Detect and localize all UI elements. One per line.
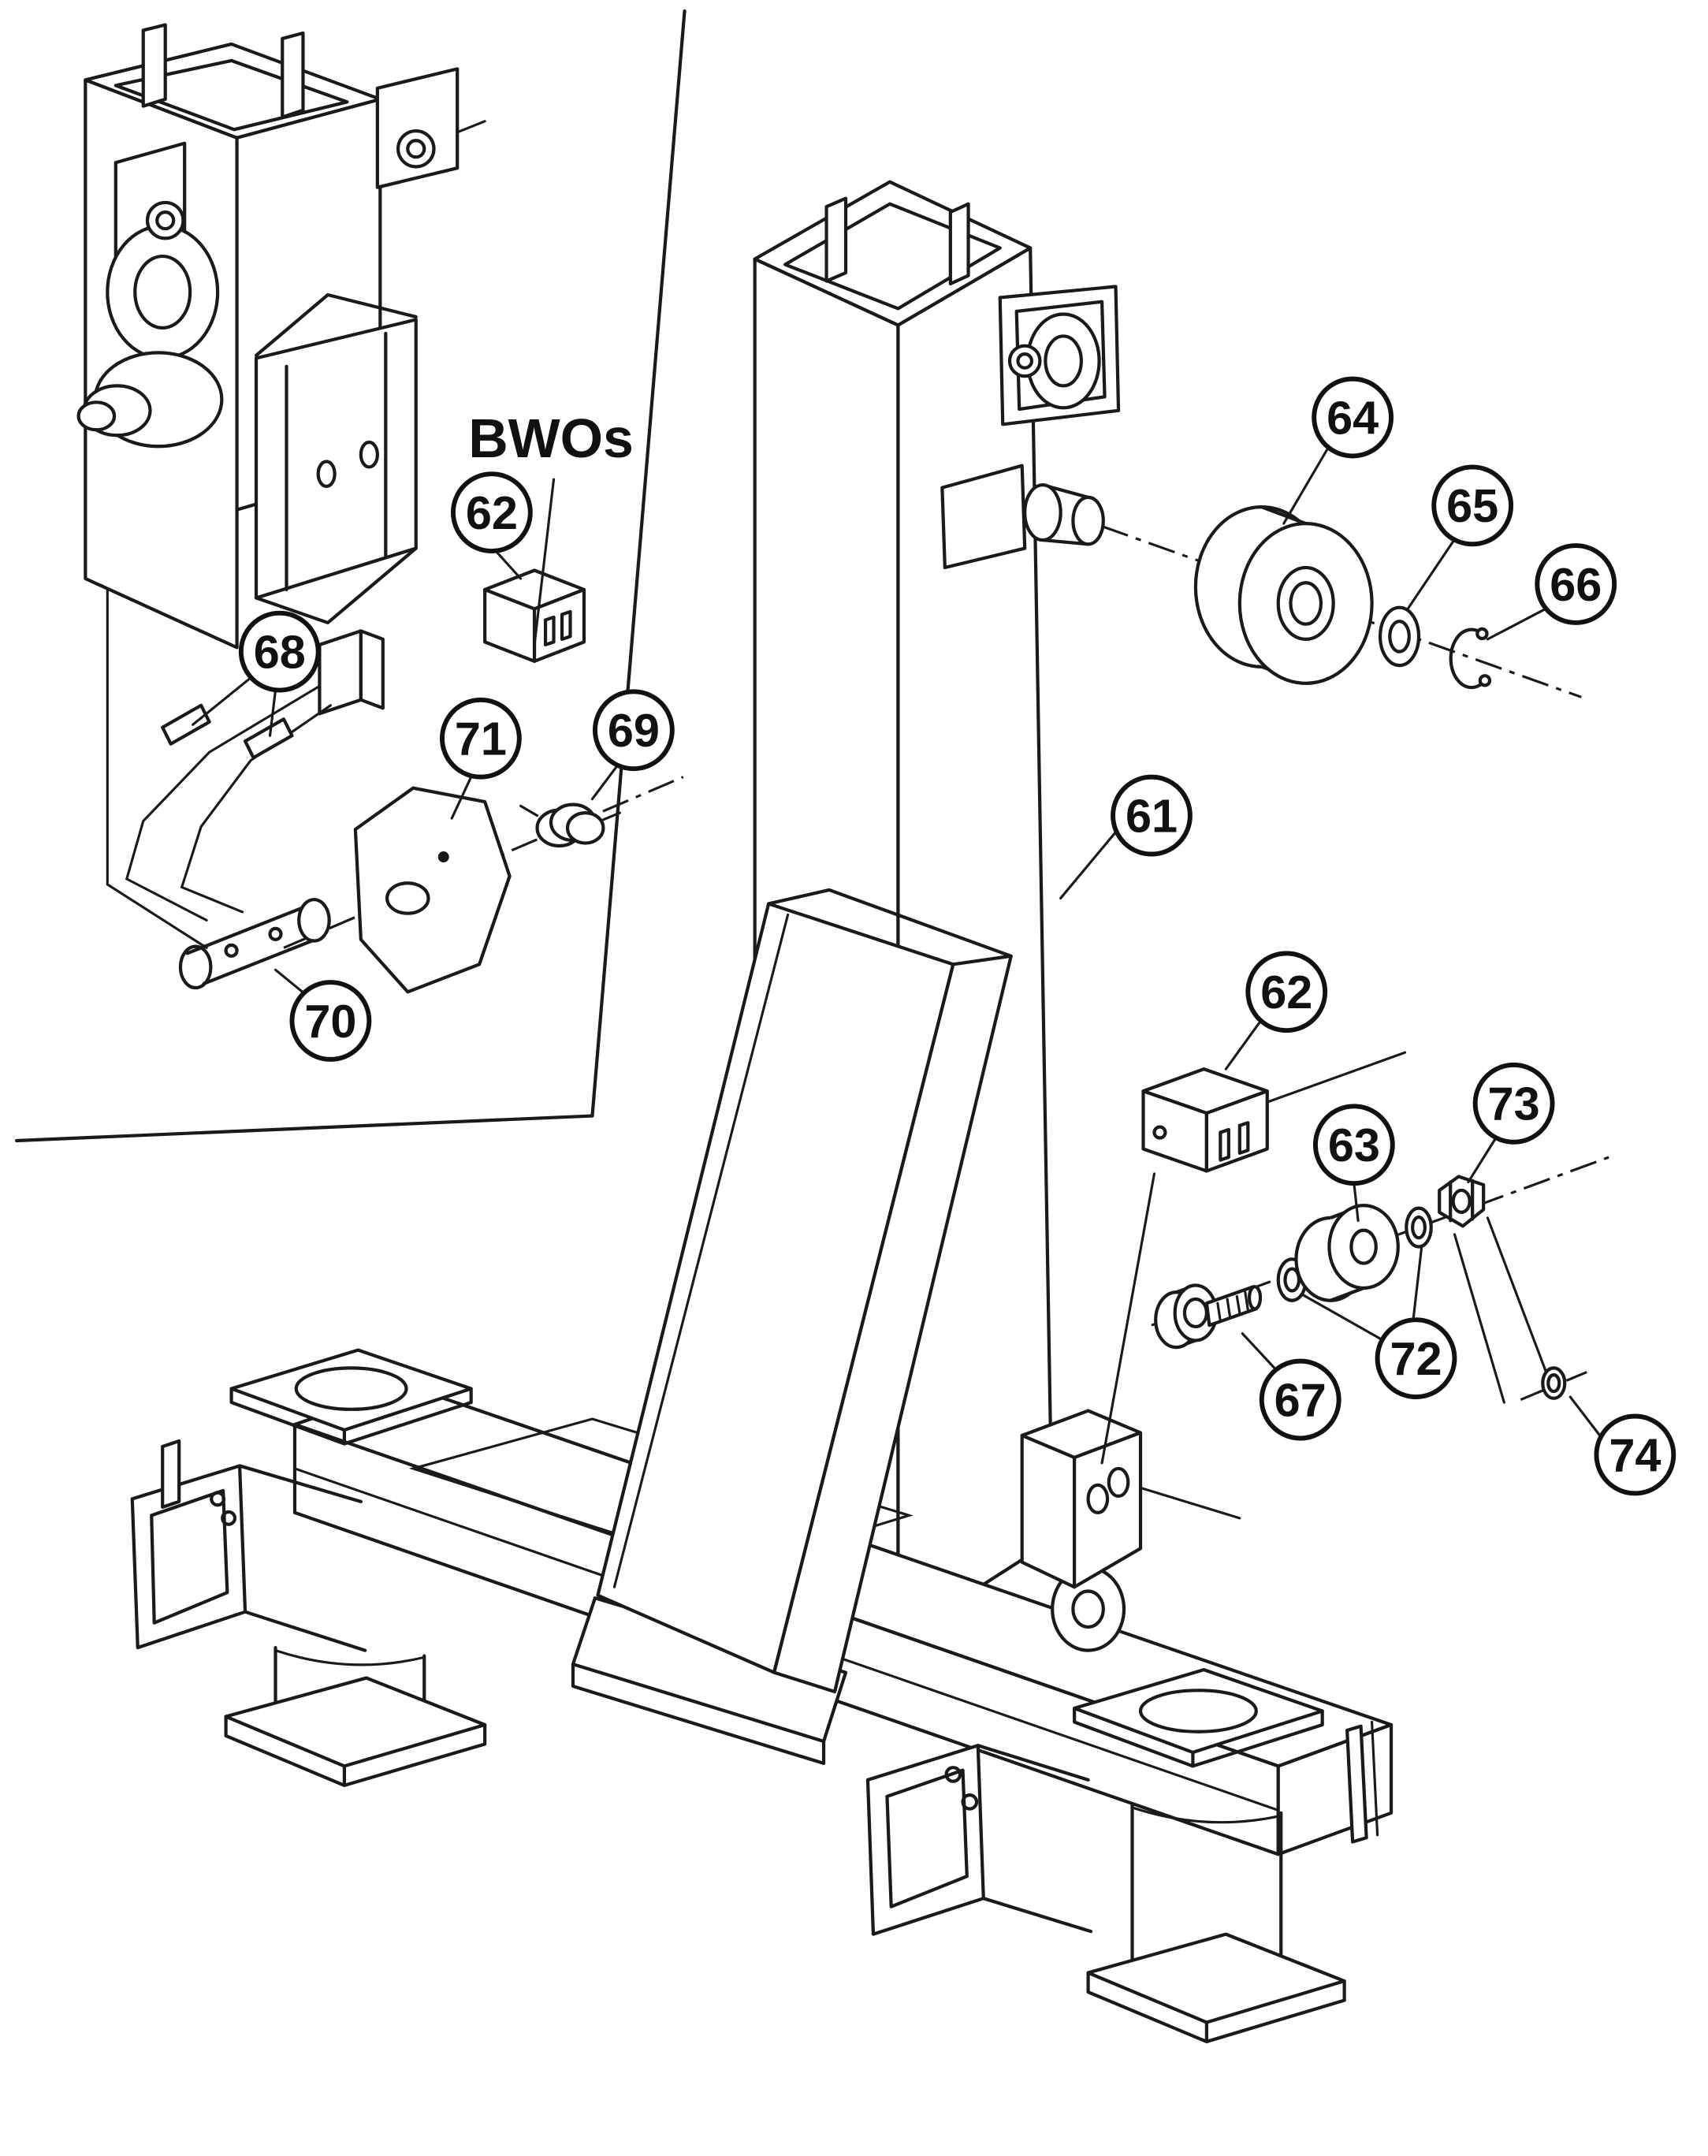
right-top-plate <box>1073 1667 1324 1768</box>
roller-part-64 <box>1193 505 1374 685</box>
left-cross-tube <box>130 1439 367 1652</box>
hole <box>1152 1125 1167 1140</box>
diagonal-brace-plate <box>596 888 1013 1694</box>
axle-block <box>940 464 1105 570</box>
svg-text:70: 70 <box>304 995 356 1048</box>
callout-66: 66 <box>1486 543 1617 641</box>
hole <box>316 460 337 489</box>
bwos-label: BWOs <box>468 408 634 469</box>
hole <box>1138 1689 1258 1733</box>
bolt-head <box>145 200 185 240</box>
callout-72: 72 <box>1301 1246 1457 1400</box>
end-strip <box>161 1439 181 1509</box>
svg-text:62: 62 <box>466 486 518 539</box>
hole <box>961 1793 979 1811</box>
washer-part-65 <box>1378 605 1421 668</box>
bwo-switch-box-inset <box>483 568 586 663</box>
svg-text:68: 68 <box>254 625 306 678</box>
svg-text:69: 69 <box>608 704 660 757</box>
svg-text:74: 74 <box>1609 1428 1661 1481</box>
callout-67: 67 <box>1241 1332 1341 1441</box>
inset-panel-edge <box>106 529 208 949</box>
inset-boundary-bottom <box>14 1114 594 1143</box>
inset-pulley-assembly <box>76 141 224 449</box>
mid-mount-bracket <box>1020 1409 1241 1589</box>
svg-text:64: 64 <box>1327 391 1379 444</box>
callout-70: 70 <box>274 968 372 1062</box>
bolt-head <box>1007 344 1042 378</box>
callout-74: 74 <box>1568 1395 1676 1496</box>
svg-text:65: 65 <box>1446 479 1498 532</box>
callouts: BWOs 62 68 71 69 70 <box>192 376 1676 1496</box>
wire-marker <box>243 717 294 760</box>
rod-part-70 <box>178 898 331 990</box>
left-foot <box>224 1646 487 1787</box>
nut-part-73 <box>1438 1175 1486 1228</box>
bwo-switch-box-main <box>1141 1067 1269 1173</box>
retaining-ring-part-66 <box>1449 627 1492 690</box>
spring-part-69 <box>519 802 621 848</box>
main-view <box>130 180 1609 2044</box>
bolt-head <box>396 128 436 169</box>
callout-62-main: 62 <box>1224 951 1328 1071</box>
bwos-leader <box>533 478 556 646</box>
callout-62-inset: 62 <box>450 471 533 580</box>
hole <box>221 1510 237 1526</box>
inset-right-bracket <box>375 67 486 189</box>
left-top-plate <box>229 1348 473 1446</box>
svg-text:73: 73 <box>1488 1078 1540 1130</box>
cam-plate-part-71 <box>353 786 512 994</box>
top-pulley-bracket <box>998 285 1121 426</box>
svg-text:61: 61 <box>1126 789 1178 842</box>
end-strip <box>1345 1724 1368 1844</box>
inset-boundary-right <box>590 9 687 1118</box>
callout-64: 64 <box>1282 376 1394 525</box>
hole <box>944 1766 962 1783</box>
inset-channel-bracket <box>254 292 418 625</box>
mast-strap-tab <box>824 196 848 283</box>
hole <box>294 1366 408 1411</box>
fastener-axis-group <box>1100 1051 1609 1465</box>
callout-61: 61 <box>1059 774 1193 900</box>
svg-text:66: 66 <box>1550 558 1602 611</box>
hole <box>1086 1483 1110 1514</box>
callout-68: 68 <box>192 610 321 737</box>
callout-65: 65 <box>1406 464 1514 611</box>
washer-part-72b <box>1405 1206 1433 1249</box>
hole <box>385 881 430 915</box>
right-cross-tube <box>865 1744 1093 1936</box>
hole <box>210 1491 226 1507</box>
hole <box>1276 565 1335 641</box>
svg-text:63: 63 <box>1328 1119 1380 1171</box>
mast-strap-tab <box>948 202 970 286</box>
roller-part-63 <box>1294 1204 1400 1302</box>
callout-63: 63 <box>1312 1104 1395 1222</box>
bolt-part-67 <box>1154 1283 1263 1350</box>
mast-strap-tab <box>141 23 167 108</box>
inset-wires <box>125 629 385 922</box>
right-foot <box>1086 1803 1346 2044</box>
washer-part-74 <box>1520 1366 1587 1402</box>
callout-71: 71 <box>440 697 522 820</box>
svg-text:72: 72 <box>1390 1332 1442 1385</box>
callout-73: 73 <box>1467 1062 1555 1184</box>
wire-clip <box>318 629 363 716</box>
wire-marker <box>161 703 211 746</box>
svg-text:71: 71 <box>455 713 507 765</box>
callout-69: 69 <box>590 689 675 801</box>
svg-text:67: 67 <box>1274 1373 1327 1426</box>
hole <box>359 440 379 469</box>
fastener-centerline <box>1151 1156 1609 1327</box>
wire <box>125 684 322 922</box>
hole <box>1107 1466 1130 1498</box>
mast-strap-tab <box>281 31 305 119</box>
svg-text:62: 62 <box>1260 966 1312 1018</box>
inset-view <box>14 9 687 1143</box>
